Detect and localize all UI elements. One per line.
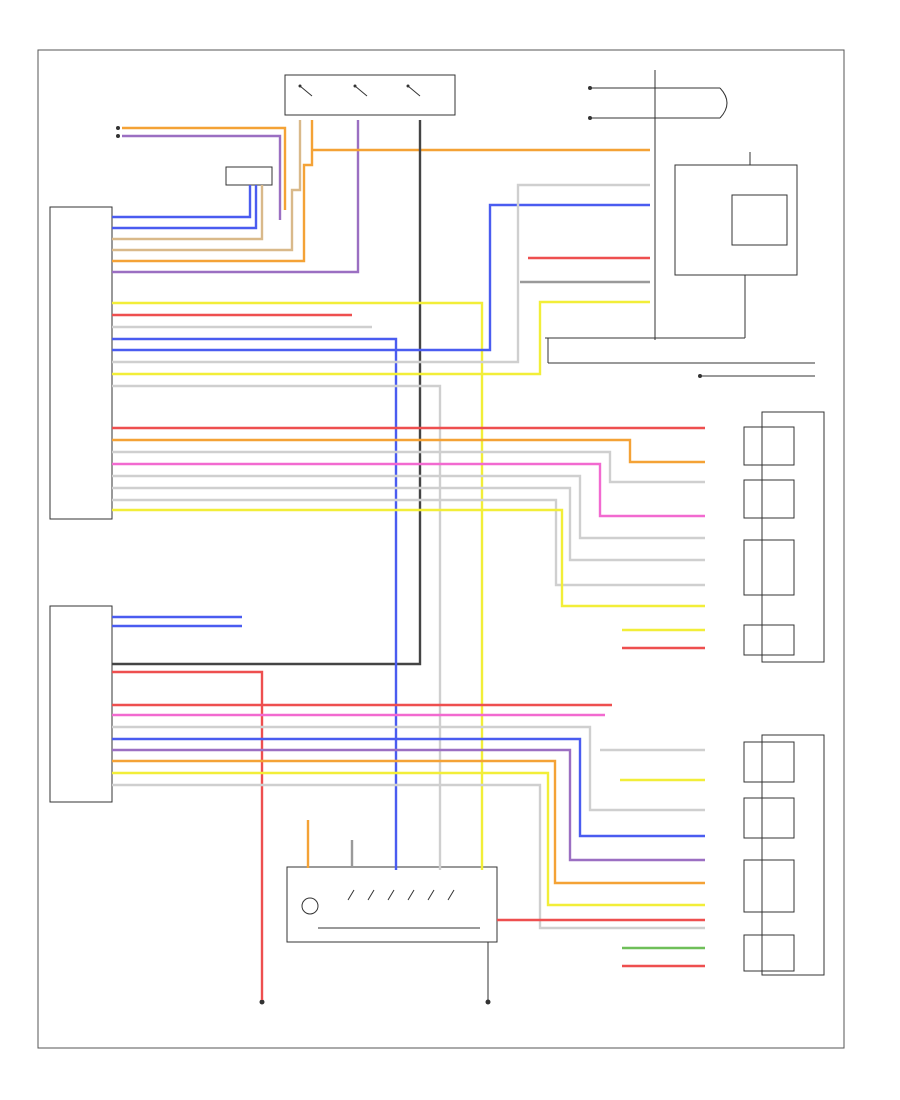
wire-purple-rear — [112, 748, 705, 862]
wire-lightgray-front — [112, 450, 705, 484]
wire-blue-main — [112, 337, 398, 870]
wire-lightgray-rear-b — [112, 783, 705, 930]
upper-connector — [225, 166, 273, 186]
driver-module — [49, 206, 113, 520]
wire-orange-rear — [112, 759, 705, 885]
wire-blue-b — [112, 185, 258, 230]
wire-harness — [112, 120, 705, 1000]
wire-lightgray-front-c — [112, 486, 705, 562]
fuse-panel — [284, 74, 456, 116]
wire-yellow-rear — [112, 771, 705, 907]
wire-lightgray-front-b — [112, 474, 705, 540]
amplifier — [545, 152, 798, 339]
antenna — [588, 70, 728, 340]
wire-yellow-amp — [112, 300, 650, 376]
amplifier-ground — [547, 338, 815, 378]
wire-tan-b — [112, 120, 302, 252]
diagram-frame — [37, 49, 845, 1049]
steering-switch — [286, 866, 498, 943]
wire-lightgray-amp — [112, 183, 650, 364]
wire-lightgray-rear — [112, 725, 705, 812]
wire-yellow-main — [112, 301, 484, 870]
ground-upper-left — [116, 126, 120, 138]
wire-yellow-front — [112, 508, 705, 608]
passenger-module — [49, 605, 113, 803]
ground-bottom — [259, 942, 491, 1005]
wire-dark-main — [112, 120, 422, 666]
wire-purple-b — [112, 120, 360, 274]
wire-lightgray-b — [112, 384, 442, 870]
wire-blue-amp — [112, 203, 650, 352]
wire-orange-top — [122, 126, 287, 210]
wire-tan-a — [112, 185, 264, 241]
wire-red-ground — [112, 670, 264, 1000]
wire-purple-top — [122, 134, 282, 220]
wire-orange-front — [112, 438, 705, 464]
wire-pink-front — [112, 462, 705, 518]
wire-lightgray-front-d — [112, 498, 705, 587]
rear-speakers — [743, 734, 825, 976]
wire-blue-a — [112, 185, 252, 219]
front-speakers — [743, 411, 825, 663]
wire-blue-rear — [112, 737, 705, 838]
